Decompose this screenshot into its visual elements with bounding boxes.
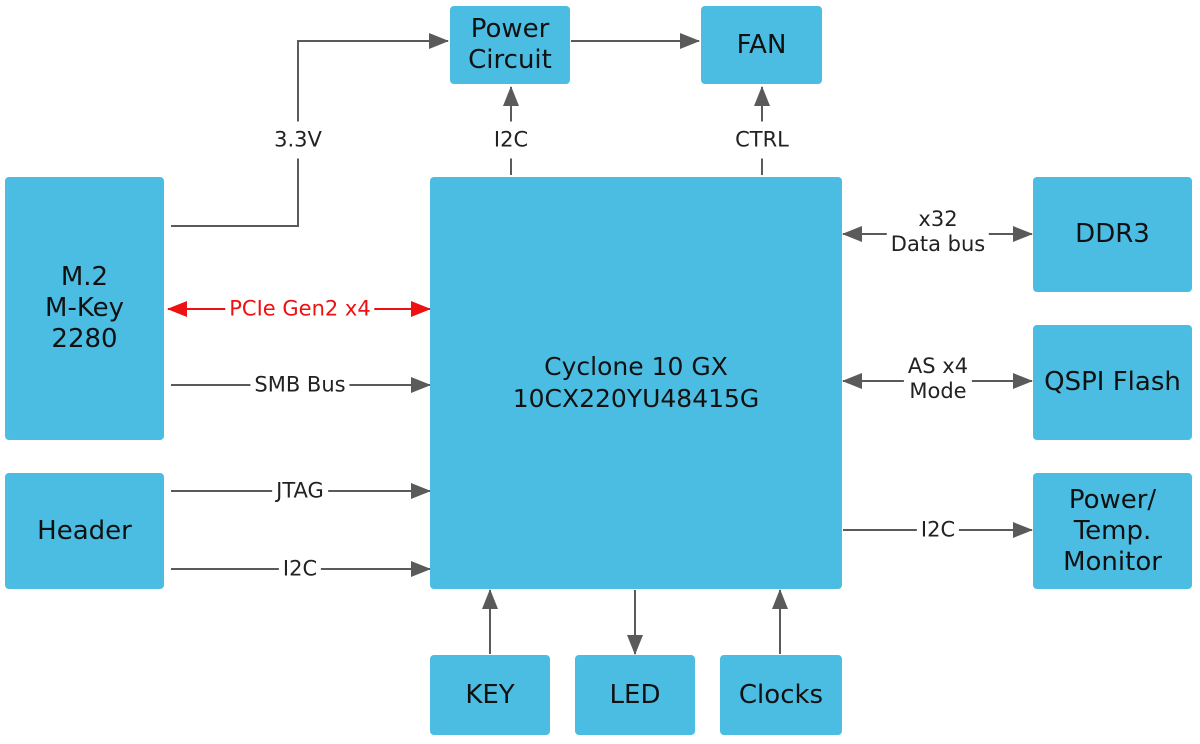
label-3v3: 3.3V: [270, 121, 326, 159]
m2-slot-block: M.2 M-Key 2280: [5, 177, 164, 440]
label-ctrl-fan: CTRL: [731, 121, 793, 159]
label-pcie: PCIe Gen2 x4: [225, 296, 375, 322]
label-qspi-mode: AS x4 Mode: [903, 354, 973, 404]
label-i2c-header: I2C: [278, 556, 322, 582]
label-jtag: JTAG: [272, 478, 328, 504]
key-block: KEY: [430, 655, 550, 735]
label-i2c-monitor: I2C: [916, 517, 960, 543]
label-i2c-power: I2C: [489, 121, 533, 159]
power-temp-monitor-block: Power/ Temp. Monitor: [1033, 473, 1192, 589]
label-ddr-bus: x32 Data bus: [886, 207, 990, 257]
label-smb: SMB Bus: [250, 372, 350, 398]
power-circuit-block: Power Circuit: [450, 6, 570, 84]
qspi-flash-block: QSPI Flash: [1033, 325, 1192, 440]
fpga-block: Cyclone 10 GX 10CX220YU48415G: [430, 177, 842, 589]
led-block: LED: [575, 655, 695, 735]
ddr3-block: DDR3: [1033, 177, 1192, 292]
clocks-block: Clocks: [720, 655, 842, 735]
header-block: Header: [5, 473, 164, 589]
fan-block: FAN: [701, 6, 822, 84]
